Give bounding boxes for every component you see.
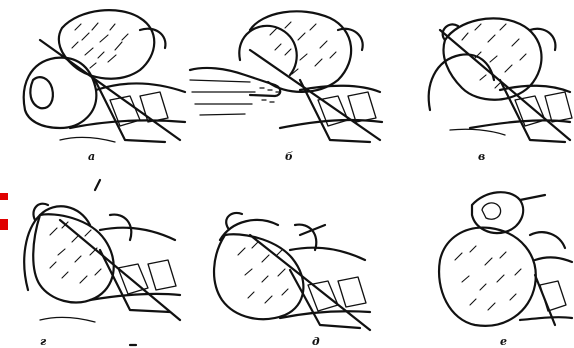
- panel-label-c: в: [478, 150, 485, 163]
- panel-label-b: б: [285, 150, 293, 163]
- red-square-marker-icon: [0, 193, 8, 200]
- panel-e-drawing: [439, 192, 572, 326]
- panel-g-drawing: [24, 180, 180, 345]
- panel-label-g: г: [40, 335, 47, 348]
- panel-c-drawing: [429, 18, 572, 142]
- panel-label-a: а: [88, 150, 95, 163]
- panel-label-e: е: [500, 335, 507, 348]
- panel-d-drawing: [214, 213, 370, 330]
- red-square-marker-icon: [0, 219, 8, 230]
- panel-a-drawing: [24, 10, 185, 142]
- panel-b-drawing: [190, 11, 382, 142]
- panel-label-d: д: [312, 335, 320, 348]
